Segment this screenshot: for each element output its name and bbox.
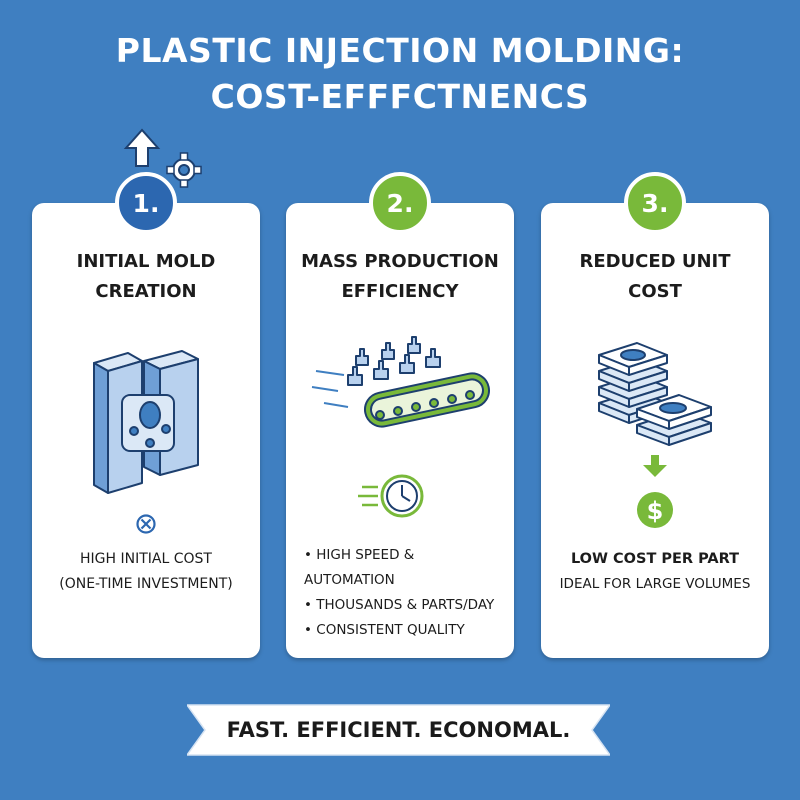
close-circle-icon: [136, 514, 156, 534]
card-title: MASS PRODUCTION EFFICIENCY: [286, 247, 514, 307]
conveyor-belt-icon: [311, 336, 490, 428]
card-title: INITIAL MOLD CREATION: [32, 247, 260, 307]
ribbon-banner: [187, 704, 610, 756]
step-badge-2: 2.: [369, 172, 431, 234]
svg-text:$: $: [647, 497, 664, 525]
card-title-line-2: COST: [628, 281, 682, 302]
page-title: PLASTIC INJECTION MOLDING: COST-EFFFCTNE…: [0, 28, 800, 120]
feature-list: HIGH SPEED & AUTOMATION THOUSANDS & PART…: [304, 543, 504, 643]
banner-text: FAST. EFFICIENT. ECONOMAL.: [226, 718, 571, 742]
card-title-line-2: CREATION: [95, 281, 197, 302]
down-dollar-icon: $: [637, 455, 673, 528]
clock-icon: [358, 474, 424, 518]
gear-icon: [166, 152, 202, 188]
card-title-line-1: REDUCED UNIT: [579, 251, 731, 272]
mold-illustration: [93, 350, 199, 494]
card-note-line-1: HIGH INITIAL COST: [80, 551, 212, 567]
upload-gear-icon: [123, 128, 202, 188]
step-card-mass-production: MASS PRODUCTION EFFICIENCY: [286, 203, 514, 658]
upload-arrow-icon: [123, 128, 161, 167]
card-note-line-1: LOW COST PER PART: [570, 551, 740, 567]
card-title-line-2: EFFICIENCY: [341, 281, 459, 302]
step-card-initial-mold: INITIAL MOLD CREATION HIGH INITIAL COST …: [32, 203, 260, 658]
card-title-line-1: INITIAL MOLD: [76, 251, 216, 272]
card-note-line-2: IDEAL FOR LARGE VOLUMES: [559, 576, 751, 592]
card-note: HIGH INITIAL COST (ONE-TIME INVESTMENT): [32, 547, 260, 597]
card-title-line-1: MASS PRODUCTION: [301, 251, 499, 272]
parts-stack-illustration: [598, 342, 712, 446]
list-item: HIGH SPEED & AUTOMATION: [304, 543, 504, 593]
card-note-line-2: (ONE-TIME INVESTMENT): [59, 576, 233, 592]
list-item: CONSISTENT QUALITY: [304, 618, 504, 643]
mold-icon: [93, 350, 199, 494]
down-arrow-icon: [643, 455, 667, 477]
step-badge-3: 3.: [624, 172, 686, 234]
dollar-icon: $: [637, 492, 673, 528]
step-card-reduced-cost: REDUCED UNIT COST: [541, 203, 769, 658]
conveyor-illustration: [311, 336, 490, 428]
step-badge-1: 1.: [115, 172, 177, 234]
card-title: REDUCED UNIT COST: [541, 247, 769, 307]
title-line-1: PLASTIC INJECTION MOLDING:: [115, 31, 685, 70]
list-item: THOUSANDS & PARTS/DAY: [304, 593, 504, 618]
title-line-2: COST-EFFFCTNENCS: [210, 77, 590, 116]
card-note: LOW COST PER PART IDEAL FOR LARGE VOLUME…: [541, 547, 769, 597]
parts-stack-icon: [598, 342, 712, 446]
